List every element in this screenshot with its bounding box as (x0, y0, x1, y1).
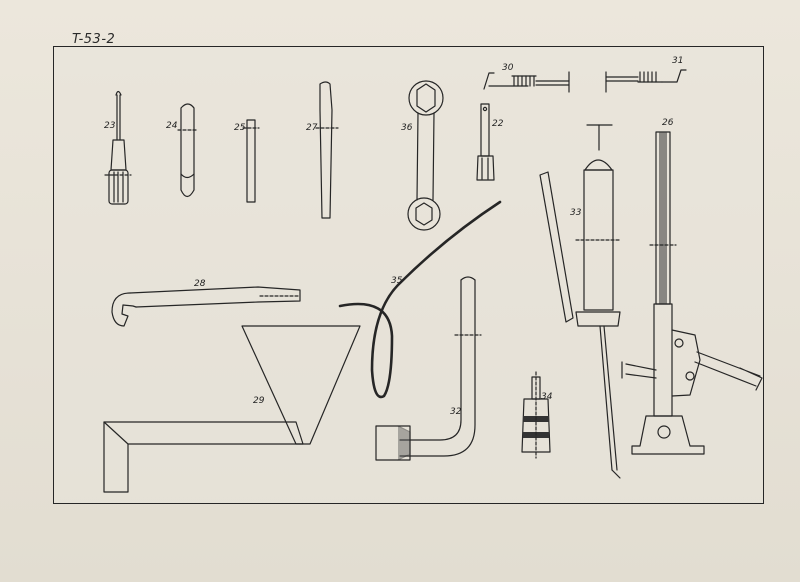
tool-32-bent-wrench (375, 276, 482, 461)
tool-35-hose (338, 200, 502, 399)
label-26: 26 (662, 118, 674, 128)
label-28: 28 (194, 279, 206, 289)
tool-31-spring-hook (605, 69, 687, 93)
tool-34-plug (521, 371, 551, 459)
label-35: 35 (391, 276, 403, 286)
label-34: 34 (541, 392, 553, 402)
part-numbers: 23 24 25 27 36 22 30 31 26 33 28 35 29 3… (104, 56, 683, 417)
tool-36-ring-spanner (407, 80, 444, 231)
tool-28-spanner (111, 286, 301, 327)
label-22: 22 (492, 119, 504, 129)
tool-24-socket (177, 103, 199, 198)
tool-22-adapter (476, 103, 495, 181)
tool-27-drift (315, 81, 339, 219)
label-30: 30 (502, 63, 514, 73)
sheet-code: T-53-2 (72, 32, 116, 47)
label-23: 23 (104, 121, 116, 131)
label-25: 25 (234, 123, 246, 133)
tool-33-grease-gun (539, 124, 621, 479)
label-33: 33 (570, 208, 582, 218)
label-31: 31 (672, 56, 683, 66)
label-36: 36 (401, 123, 413, 133)
tool-25-rod (242, 119, 260, 203)
tool-23-screwdriver (104, 90, 132, 205)
label-27: 27 (306, 123, 318, 133)
label-29: 29 (253, 396, 265, 406)
tool-30-spring-hook (483, 71, 570, 93)
label-32: 32 (450, 407, 462, 417)
tool-26-stand (621, 131, 763, 455)
label-24: 24 (166, 121, 178, 131)
tool-29-funnel (103, 325, 361, 493)
